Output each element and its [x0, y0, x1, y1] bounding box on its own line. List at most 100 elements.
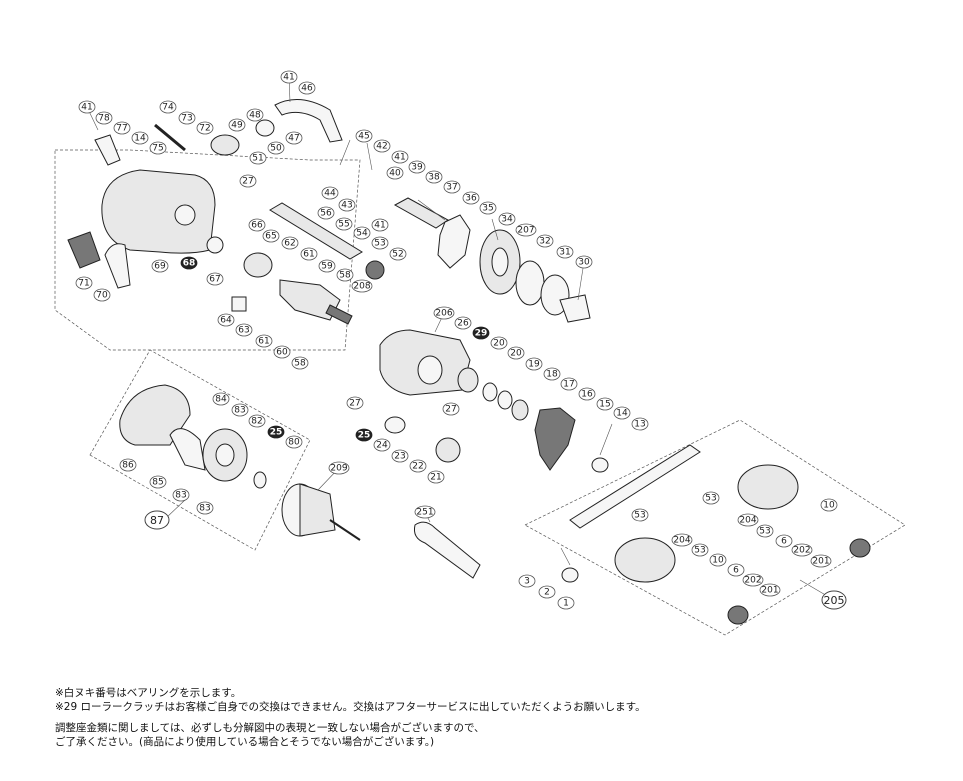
callout-number: 2 — [544, 588, 550, 598]
callout-number: 78 — [98, 114, 110, 124]
callout-number: 83 — [234, 406, 245, 416]
callout-bubble — [355, 428, 373, 442]
bearing-callout-68: 68 — [180, 256, 198, 270]
callout-bubble — [321, 186, 339, 200]
callout-bubble — [267, 141, 285, 155]
part-callout-69: 69 — [151, 259, 169, 273]
callout-bubble — [75, 276, 93, 290]
callout-number: 61 — [258, 337, 269, 347]
part-callout-206: 206 — [433, 306, 455, 320]
part-callout-41: 41 — [391, 150, 409, 164]
callout-bubble — [249, 151, 267, 165]
drive-shaft-part — [393, 197, 449, 229]
callout-bubble — [196, 501, 214, 515]
notes-section: ※白ヌキ番号はベアリングを示します。 ※29 ローラークラッチはお客様ご自身での… — [55, 686, 935, 749]
callout-number: 65 — [265, 232, 276, 242]
right-plate-hub-part — [417, 355, 443, 385]
bearing-callout-25: 25 — [267, 425, 285, 439]
part-callout-41: 41 — [78, 100, 96, 114]
callout-number: 21 — [430, 473, 441, 483]
callout-number: 83 — [175, 491, 186, 501]
callout-bubble — [159, 100, 177, 114]
worm-shaft-part — [325, 304, 353, 325]
part-callout-53: 53 — [691, 543, 709, 557]
callout-bubble — [498, 212, 516, 226]
callout-number: 22 — [412, 462, 423, 472]
part-callout-64: 64 — [217, 313, 235, 327]
part-callout-53: 53 — [631, 508, 649, 522]
callout-bubble — [131, 131, 149, 145]
callout-number: 27 — [445, 405, 456, 415]
part-callout-17: 17 — [560, 377, 578, 391]
part-number-labels: 4146747372417877147548494750512745424140… — [75, 70, 847, 610]
bearing-callout-29: 29 — [472, 326, 490, 340]
callout-bubble — [578, 387, 596, 401]
part-callout-41: 41 — [371, 218, 389, 232]
part-callout-51: 51 — [249, 151, 267, 165]
callout-bubble — [443, 180, 461, 194]
bearing-part-24 — [384, 416, 406, 434]
part-callout-73: 73 — [178, 111, 196, 125]
handle-arm-part — [569, 444, 701, 529]
callout-number: 39 — [411, 163, 423, 173]
callout-bubble — [391, 449, 409, 463]
callout-number: 53 — [694, 546, 705, 556]
callout-number: 10 — [823, 501, 835, 511]
left-cover-part — [119, 384, 191, 446]
part-callout-16: 16 — [578, 387, 596, 401]
callout-bubble — [433, 306, 455, 320]
part-callout-14: 14 — [613, 406, 631, 420]
callout-number: 41 — [283, 73, 294, 83]
callout-number: 44 — [324, 189, 336, 199]
callout-bubble — [149, 475, 167, 489]
callout-bubble — [386, 166, 404, 180]
frame-hole-part — [174, 204, 196, 226]
callout-number: 251 — [416, 508, 433, 518]
callout-bubble — [613, 406, 631, 420]
part-callout-20: 20 — [490, 336, 508, 350]
part-callout-49: 49 — [228, 118, 246, 132]
callout-bubble — [255, 334, 273, 348]
part-callout-23: 23 — [391, 449, 409, 463]
part-callout-32: 32 — [536, 234, 554, 248]
part-callout-27: 27 — [442, 402, 460, 416]
part-callout-3: 3 — [518, 574, 536, 588]
callout-bubble — [335, 217, 353, 231]
clip-part — [104, 243, 131, 289]
callout-number: 53 — [374, 239, 385, 249]
ring-part — [206, 236, 224, 254]
callout-number: 87 — [150, 514, 164, 527]
part-callout-1: 1 — [557, 596, 575, 610]
callout-number: 64 — [220, 316, 232, 326]
bearing-part-82 — [253, 471, 267, 489]
callout-number: 73 — [181, 114, 192, 124]
callout-number: 85 — [152, 478, 163, 488]
part-callout-47: 47 — [285, 131, 303, 145]
part-callout-41: 41 — [280, 70, 298, 84]
part-callout-70: 70 — [93, 288, 111, 302]
callout-bubble — [759, 583, 781, 597]
callout-number: 23 — [394, 452, 405, 462]
spool-body-part — [299, 483, 336, 537]
callout-bubble — [820, 498, 838, 512]
callout-number: 41 — [374, 221, 385, 231]
knob-cap-part — [849, 538, 871, 558]
callout-number: 27 — [349, 399, 360, 409]
callout-bubble — [373, 438, 391, 452]
part-callout-201: 201 — [759, 583, 781, 597]
callout-bubble — [427, 470, 445, 484]
callout-number: 1 — [563, 599, 569, 609]
drag-washer-part — [511, 399, 529, 421]
callout-number: 53 — [634, 511, 645, 521]
callout-number: 201 — [761, 586, 778, 596]
part-callout-13: 13 — [631, 417, 649, 431]
callout-bubble — [196, 121, 214, 135]
callout-bubble — [389, 247, 407, 261]
callout-bubble — [336, 268, 354, 282]
part-callout-22: 22 — [409, 459, 427, 473]
callout-bubble — [479, 201, 497, 215]
callout-number: 25 — [358, 431, 371, 441]
callout-number: 56 — [320, 209, 332, 219]
callout-number: 3 — [524, 577, 530, 587]
part-callout-83: 83 — [196, 501, 214, 515]
